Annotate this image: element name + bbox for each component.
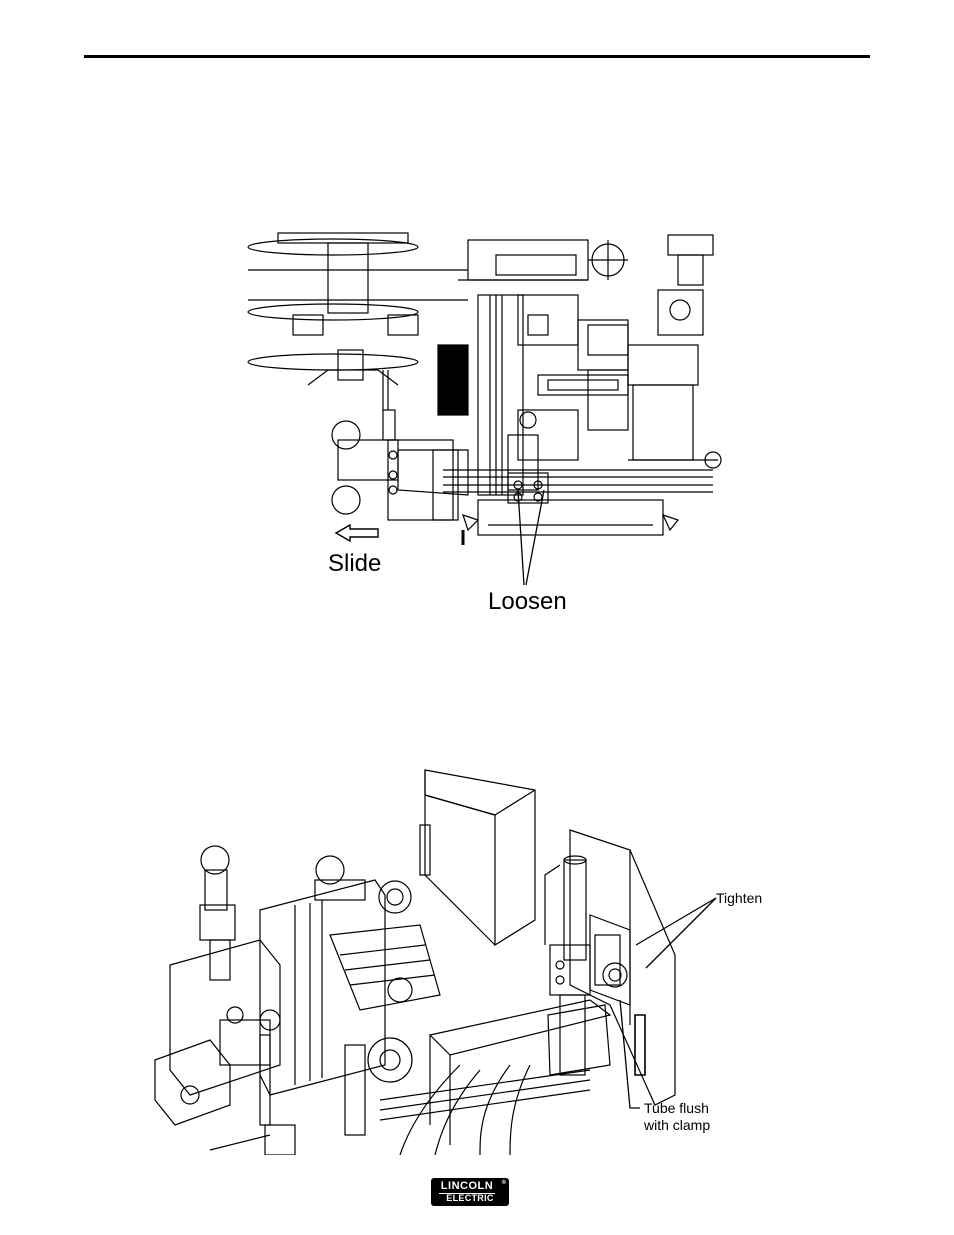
lincoln-electric-logo: LINCOLN ELECTRIC ®	[431, 1178, 509, 1206]
tube-flush-label-line1: Tube flush	[644, 1100, 709, 1117]
logo-line1: LINCOLN	[439, 1180, 495, 1194]
tighten-label: Tighten	[716, 890, 762, 907]
registered-mark-icon: ®	[502, 1180, 506, 1186]
loosen-label: Loosen	[488, 588, 567, 616]
figure-tighten-clamp-drawing	[150, 765, 710, 1155]
tube-flush-label-line2: with clamp	[644, 1117, 710, 1134]
logo-line2: ELECTRIC	[431, 1193, 509, 1203]
slide-label: Slide	[328, 550, 381, 578]
